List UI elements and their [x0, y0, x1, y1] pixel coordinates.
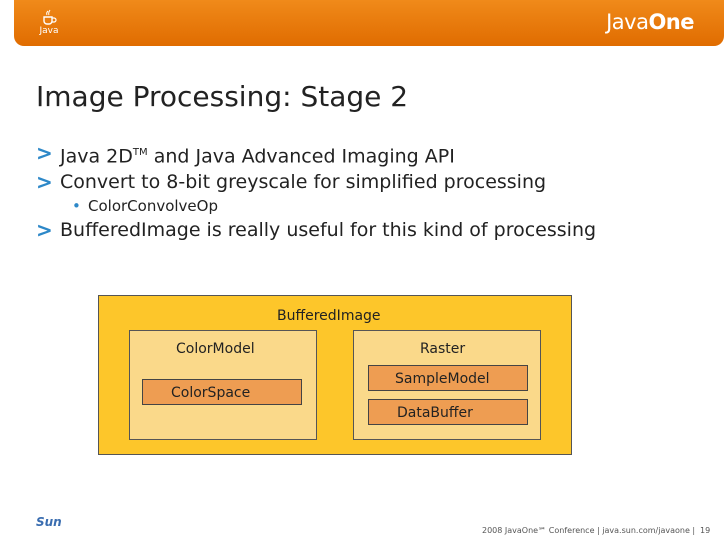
raster-box: Raster SampleModel DataBuffer [353, 330, 541, 440]
java-logo-text: Java [39, 26, 59, 36]
bullet-arrow-icon: > [36, 218, 53, 243]
databuffer-chip: DataBuffer [368, 399, 528, 425]
bullet-list: > Java 2DTM and Java Advanced Imaging AP… [36, 140, 726, 243]
bullet-item: > Convert to 8-bit greyscale for simplif… [36, 170, 547, 195]
samplemodel-chip: SampleModel [368, 365, 528, 391]
sun-logo: Sun [36, 515, 62, 529]
slide-title: Image Processing: Stage 2 [36, 80, 409, 113]
bullet-arrow-icon: > [36, 170, 53, 195]
bufferedimage-label: BufferedImage [277, 308, 381, 324]
bullet-item: > Java 2DTM and Java Advanced Imaging AP… [36, 141, 455, 168]
footer-text: 2008 JavaOne℠ Conference | java.sun.com/… [482, 526, 696, 535]
sub-bullet-item: • ColorConvolveOp [72, 197, 218, 216]
raster-label: Raster [420, 341, 466, 357]
bullet-arrow-icon: > [36, 141, 53, 165]
header-bar: Java JavaOne [14, 0, 724, 46]
java-cup-icon: Java [34, 8, 64, 40]
bullet-item: > BufferedImage is really useful for thi… [36, 218, 597, 243]
bullet-dot-icon: • [72, 197, 81, 216]
colormodel-box: ColorModel ColorSpace [129, 330, 317, 440]
bufferedimage-diagram: BufferedImage ColorModel ColorSpace Rast… [98, 295, 572, 455]
colormodel-label: ColorModel [176, 341, 255, 357]
page-number: 19 [700, 526, 711, 535]
colorspace-chip: ColorSpace [142, 379, 302, 405]
javaone-brand: JavaOne [606, 10, 694, 34]
